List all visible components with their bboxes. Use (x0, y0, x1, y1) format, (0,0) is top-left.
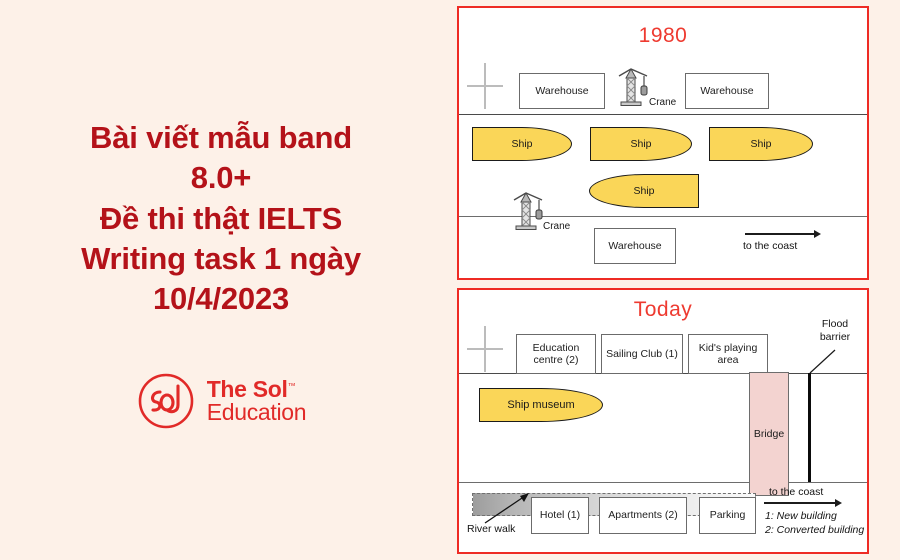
bridge-label: Bridge (753, 428, 785, 440)
crosshair-marker (467, 326, 503, 372)
apartments-box: Apartments (2) (599, 497, 687, 534)
parking-box: Parking (699, 497, 756, 534)
river-walk-label: River walk (467, 523, 516, 535)
promo-panel: Bài viết mẫu band 8.0+ Đề thi thật IELTS… (0, 0, 442, 560)
flood-barrier-label: Flood barrier (807, 318, 863, 345)
map-diagram: 1980 Warehouse Cr (457, 6, 869, 554)
headline-line-4: Writing task 1 ngày (81, 240, 361, 276)
legend-line-2: 2: Converted building (765, 524, 865, 536)
coast-label-1980: to the coast (743, 240, 798, 252)
coast-label-today: to the coast (769, 486, 824, 498)
warehouse-1: Warehouse (519, 73, 605, 109)
bridge: Bridge (749, 372, 789, 496)
flood-barrier-leader-line (809, 349, 836, 374)
ship-3: Ship (709, 127, 813, 161)
crane-1-icon (617, 66, 651, 115)
panel-today-title: Today (633, 298, 693, 321)
headline-line-2: 8.0+ (190, 160, 252, 196)
panel-1980-title: 1980 (638, 24, 688, 47)
warehouse-3: Warehouse (594, 228, 676, 264)
trademark-symbol: ™ (287, 381, 296, 391)
sol-circle-logo-icon (138, 374, 193, 429)
page-title: Bài viết mẫu band 8.0+ Đề thi thật IELTS… (21, 118, 421, 319)
panel-1980: 1980 Warehouse Cr (457, 6, 869, 280)
panel-today: Today Education centre (2) Sailing Club … (457, 288, 869, 554)
brand-logo-text: The Sol™ Education (206, 376, 307, 426)
kids-playing-area-box: Kid's playing area (688, 334, 768, 374)
brand-name-line-1: The Sol (206, 376, 288, 403)
warehouse-2: Warehouse (685, 73, 769, 109)
hotel-box: Hotel (1) (531, 497, 589, 534)
quay-line-upper (459, 114, 867, 115)
kids-area-label-line2: area (717, 354, 739, 366)
ship-4: Ship (589, 174, 699, 208)
flood-barrier-label-line1: Flood (821, 318, 849, 330)
crane-2-icon (512, 190, 546, 239)
flood-barrier (808, 373, 811, 482)
quay-line-lower (459, 216, 867, 217)
river-walk-leader-line (484, 493, 529, 524)
quay-line-lower-today (459, 482, 867, 483)
legend-line-1: 1: New building (765, 510, 837, 522)
headline-line-1: Bài viết mẫu band (90, 120, 352, 155)
crosshair-marker (467, 63, 503, 109)
education-centre-label-line2: centre (2) (533, 354, 579, 366)
flood-barrier-label-line2: barrier (819, 331, 851, 344)
education-centre-box: Education centre (2) (516, 334, 596, 374)
ship-1: Ship (472, 127, 572, 161)
coast-arrow-1980-icon (745, 230, 821, 238)
education-centre-label-line1: Education (532, 341, 580, 354)
crane-2-label: Crane (543, 221, 571, 232)
coast-arrow-today-icon (764, 499, 842, 507)
headline-line-3: Đề thi thật IELTS (99, 200, 343, 236)
kids-area-label-line1: Kid's playing (698, 341, 758, 354)
crane-1-label: Crane (649, 97, 677, 108)
ship-museum: Ship museum (479, 388, 603, 422)
ship-2: Ship (590, 127, 692, 161)
brand-name-line-2: Education (206, 399, 307, 426)
brand-logo: The Sol™ Education (136, 371, 307, 431)
sailing-club-box: Sailing Club (1) (601, 334, 683, 374)
headline-line-5: 10/4/2023 (152, 281, 290, 317)
